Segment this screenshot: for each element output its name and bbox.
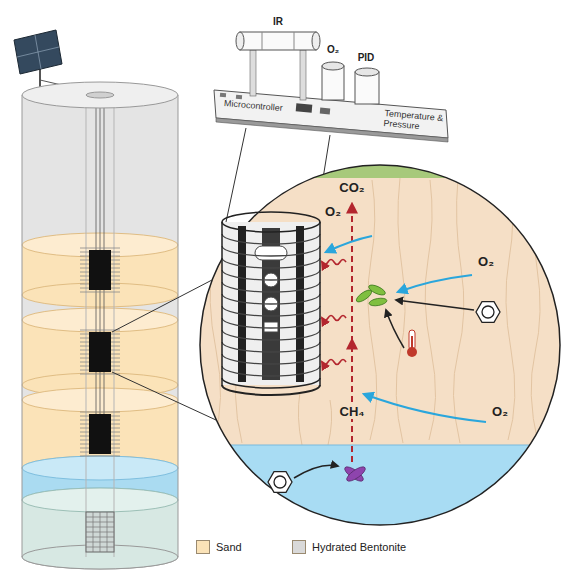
legend-text: Sand [216,541,242,554]
sensor-module [89,414,111,454]
anaerobic-microbe [343,464,368,483]
sensor-module [89,332,111,372]
thermometer [407,330,417,357]
gas-arrow [294,204,486,478]
sensor-label-holder: O₂ [327,44,339,56]
sensor-label: PID [358,52,375,64]
aerobic-microbe [355,283,388,307]
legend-swatch [292,540,306,554]
gas-label: O₂ [492,405,508,420]
legend-text: Hydrated Bentonite [312,541,406,554]
sensor-label: O₂ [327,44,339,56]
borehole [22,82,178,569]
legend-swatch [196,540,210,554]
magnifier-circle [200,165,560,525]
gas-label-holder: O₂ [492,405,508,420]
well-screen [86,512,114,552]
soil-cross-section [198,163,562,535]
benzene-ring [268,302,500,493]
sensor-module [80,248,120,456]
sensor-cylinder [222,212,320,395]
gas-label: O₂ [325,205,341,220]
sensor-label: IR [273,16,283,28]
sensor-label-holder: PID [358,52,375,64]
sensor-label-holder: IR [273,16,283,28]
sensor-module [89,250,111,290]
gas-label-holder: CH₄ [338,405,367,420]
microcontroller-board [208,8,458,148]
gas-label-holder: CO₂ [339,181,364,196]
gas-label: O₂ [478,255,494,270]
gas-label: CH₄ [338,405,367,420]
microcontroller-board: IRO₂PIDMicrocontrollerTemperature & Pres… [208,8,458,148]
gas-label-holder: O₂ [478,255,494,270]
gas-label: CO₂ [339,181,364,196]
legend-text-holder: Sand [216,541,242,554]
gas-label-holder: O₂ [325,205,341,220]
legend-text-holder: Hydrated Bentonite [312,541,406,554]
